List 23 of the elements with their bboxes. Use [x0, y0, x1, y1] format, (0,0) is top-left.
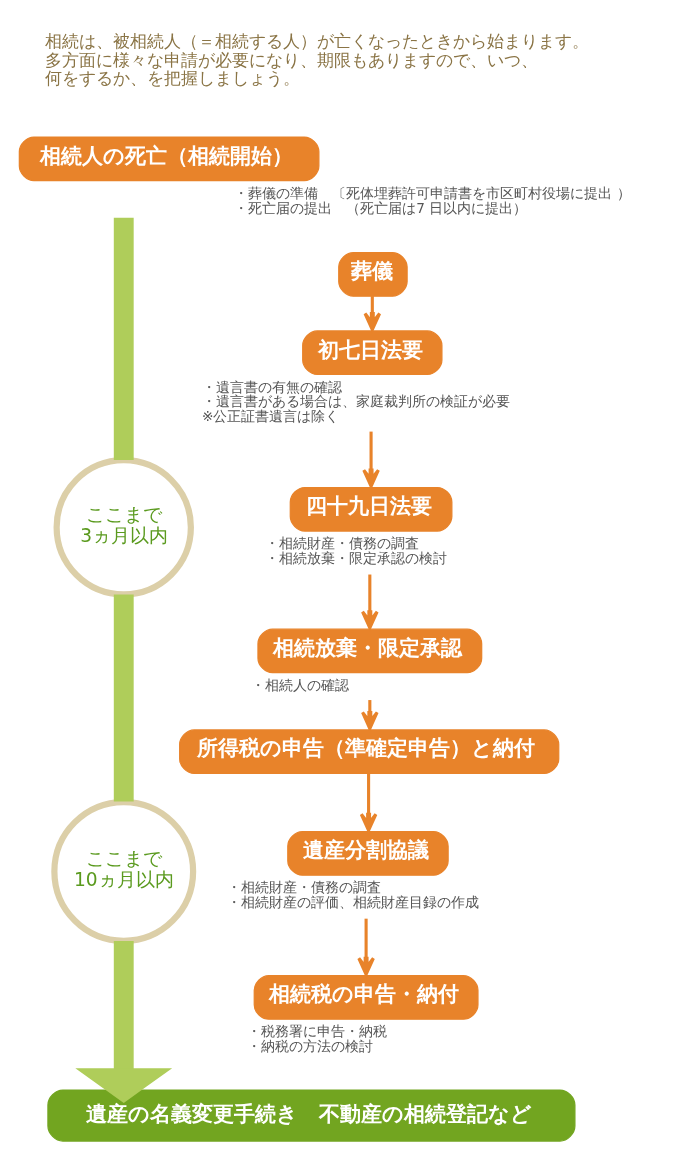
arrow [362, 431, 380, 488]
label: 相続は、被相続人（＝相続する人）が亡くなったときから始まります。多方面に様々な申請が必要になり、期限もありますので、いつ、何をするか、を把握しましょう。 [45, 31, 590, 89]
connector [113, 594, 134, 802]
node-label: ・納税の方法の検討 [246, 1038, 373, 1055]
node-label: ・相続人の確認 [250, 676, 349, 693]
node-label: ・遺言書がある場合は、家庭裁判所の検証が必要 [202, 393, 511, 410]
node-label: ・葬儀の準備 〔死体埋葬許可申請書を市区町村役場に提出 ） [234, 184, 631, 201]
node-label: ・死亡届の提出 （死亡届は7 日以内に提出） [234, 199, 528, 216]
node-label: ・相続財産の評価、相続財産目録の作成 [226, 894, 479, 911]
arrow [75, 940, 173, 1103]
node-label: ・相続放棄・限定承認の検討 [265, 550, 448, 567]
arrow [361, 574, 379, 630]
node-label: ・遺言書の有無の確認 [202, 378, 343, 395]
arrow [359, 773, 378, 832]
node-label: ・税務署に申告・納税 [246, 1023, 387, 1040]
node-circle: ここまで 3ヵ月以内 [53, 457, 194, 598]
node-label: ※公正証書遺言は除く [202, 408, 340, 425]
arrow [357, 918, 375, 977]
arrow [363, 296, 382, 332]
node-label: ・相続財産・債務の調査 [265, 535, 420, 552]
node-circle: ここまで 10ヵ月以内 [51, 798, 197, 944]
node-label: ・相続財産・債務の調査 [226, 879, 381, 896]
connector [113, 217, 134, 460]
